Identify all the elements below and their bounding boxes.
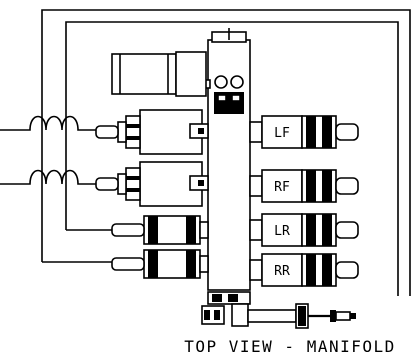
motor-assembly — [111, 51, 207, 97]
outer-line-loop — [41, 9, 411, 296]
pressure-sensor-assembly — [201, 291, 356, 329]
valve-label-box — [261, 253, 303, 287]
left-valve-middle — [95, 161, 209, 207]
right-valve-lr: LR — [249, 213, 359, 247]
left-valve-tube — [95, 125, 119, 139]
port-block-lower — [214, 104, 244, 114]
sensor-body — [247, 309, 297, 323]
manifold-block — [199, 28, 251, 291]
brake-lines — [0, 9, 411, 296]
left-valve-upper — [95, 109, 209, 155]
right-valve-rr: RR — [249, 253, 359, 287]
left-valve-tube — [111, 223, 145, 237]
valve-tube — [335, 261, 359, 279]
port-hole-1 — [217, 94, 227, 102]
left-valve-lower-1 — [111, 215, 209, 245]
inner-line-loop — [65, 21, 399, 296]
supply-line-upper — [0, 115, 100, 131]
sensor-connector — [335, 311, 351, 321]
valve-tube — [335, 177, 359, 195]
motor-end-cap — [175, 51, 207, 97]
supply-line-lower — [0, 169, 100, 185]
valve-tube — [335, 123, 359, 141]
diagram-caption: TOP VIEW - MANIFOLD — [184, 337, 396, 356]
port-fitting-1 — [214, 75, 228, 89]
valve-label-rf: RF — [274, 180, 290, 195]
valve-label-lr: LR — [274, 224, 290, 239]
valve-tube — [335, 221, 359, 239]
port-fitting-2 — [230, 75, 244, 89]
right-valve-lf: LF — [249, 115, 359, 149]
motor-housing — [111, 53, 177, 95]
left-valve-tube — [95, 177, 119, 191]
left-valve-lower-2 — [111, 249, 209, 279]
valve-label-rr: RR — [274, 264, 290, 279]
manifold-body — [207, 39, 251, 291]
port-hole-2 — [231, 94, 241, 102]
right-valve-rf: RF — [249, 169, 359, 203]
valve-label-lf: LF — [274, 126, 290, 141]
left-valve-tube — [111, 257, 145, 271]
